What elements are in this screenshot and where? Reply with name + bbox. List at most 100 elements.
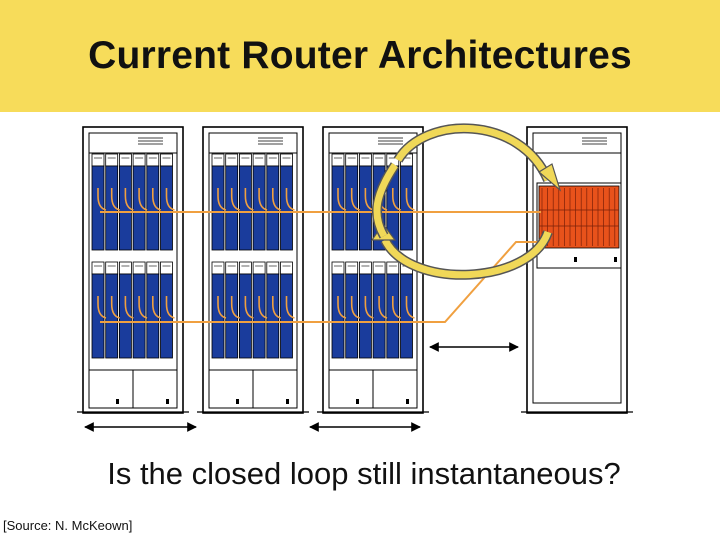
line-card <box>225 273 239 359</box>
line-card <box>400 273 413 359</box>
card-label <box>238 261 252 275</box>
line-card <box>238 273 252 359</box>
switch-rack <box>521 126 633 414</box>
line-card <box>146 165 160 251</box>
fiber-tail <box>110 296 120 319</box>
line-card <box>119 165 132 251</box>
line-card <box>331 165 345 251</box>
line-card <box>160 165 173 251</box>
card-label <box>345 153 359 167</box>
cabinet-door <box>208 369 254 409</box>
fiber-tail <box>124 188 134 211</box>
card-label <box>252 261 266 275</box>
linecard-rack <box>197 126 309 414</box>
line-card <box>238 165 252 251</box>
card-label <box>146 261 160 275</box>
line-card <box>280 273 293 359</box>
line-card <box>119 273 132 359</box>
door-handle <box>356 399 359 404</box>
fiber-tail <box>97 296 107 319</box>
card-label <box>160 153 173 167</box>
switch-fabric <box>538 185 620 249</box>
line-card <box>331 273 345 359</box>
card-label <box>266 153 280 167</box>
question-text: Is the closed loop still instantaneous? <box>107 456 621 491</box>
fiber-tail <box>378 296 388 319</box>
line-card <box>225 165 239 251</box>
door-handle <box>116 399 119 404</box>
line-card <box>400 165 413 251</box>
fiber-tail <box>272 188 282 211</box>
fiber-tail <box>217 296 227 319</box>
line-card <box>160 273 173 359</box>
door-handle <box>574 257 577 262</box>
fiber-tail <box>364 188 374 211</box>
line-card <box>211 165 225 251</box>
card-label <box>211 261 225 275</box>
line-card <box>105 273 119 359</box>
card-label <box>132 261 146 275</box>
fiber-tail <box>285 296 295 319</box>
card-label <box>119 153 132 167</box>
fiber-tail <box>138 188 148 211</box>
door-handle <box>236 399 239 404</box>
fiber-tail <box>272 296 282 319</box>
card-label <box>119 261 132 275</box>
door-handle <box>166 399 169 404</box>
line-card <box>280 165 293 251</box>
card-label <box>386 261 400 275</box>
line-card <box>91 273 105 359</box>
cabinet-door <box>132 369 178 409</box>
distance-arrows <box>84 342 519 432</box>
card-label <box>331 153 345 167</box>
fiber-tail <box>392 188 402 211</box>
closed-loop-arrows <box>370 123 562 280</box>
card-label <box>358 261 372 275</box>
card-label <box>266 261 280 275</box>
line-card <box>91 165 105 251</box>
line-card <box>252 165 266 251</box>
card-label <box>372 261 386 275</box>
fiber-tail <box>138 296 148 319</box>
cabinet-door <box>88 369 134 409</box>
fiber-tail <box>337 188 347 211</box>
fiber-tail <box>124 296 134 319</box>
door-handle <box>286 399 289 404</box>
fiber-tail <box>258 188 268 211</box>
line-card <box>372 273 386 359</box>
router-diagram <box>77 123 633 432</box>
loop-arrow-top <box>395 124 552 182</box>
card-label <box>280 261 293 275</box>
fiber-tail <box>165 296 175 319</box>
line-card <box>358 165 372 251</box>
card-label <box>331 261 345 275</box>
card-label <box>238 153 252 167</box>
loop-arrowhead <box>537 163 562 192</box>
card-label <box>280 153 293 167</box>
line-card <box>211 273 225 359</box>
fiber-tail <box>230 188 240 211</box>
fiber-tail <box>217 188 227 211</box>
fiber-tail <box>230 296 240 319</box>
source-citation: [Source: N. McKeown] <box>3 518 133 533</box>
card-label <box>105 153 119 167</box>
card-label <box>372 153 386 167</box>
fiber-tail <box>392 296 402 319</box>
title-bar: Current Router Architectures <box>0 0 720 112</box>
card-label <box>160 261 173 275</box>
cabinet-door <box>252 369 298 409</box>
line-card <box>132 273 146 359</box>
fiber-tail <box>244 296 254 319</box>
line-card <box>252 273 266 359</box>
line-card <box>358 273 372 359</box>
card-label <box>211 153 225 167</box>
slide-title: Current Router Architectures <box>88 34 632 77</box>
loop-arrow-left <box>373 163 398 238</box>
fiber-tail <box>244 188 254 211</box>
line-card <box>386 273 400 359</box>
line-card <box>132 165 146 251</box>
fiber-tail <box>350 296 360 319</box>
line-card <box>146 273 160 359</box>
line-card <box>345 273 359 359</box>
fiber-tail <box>258 296 268 319</box>
